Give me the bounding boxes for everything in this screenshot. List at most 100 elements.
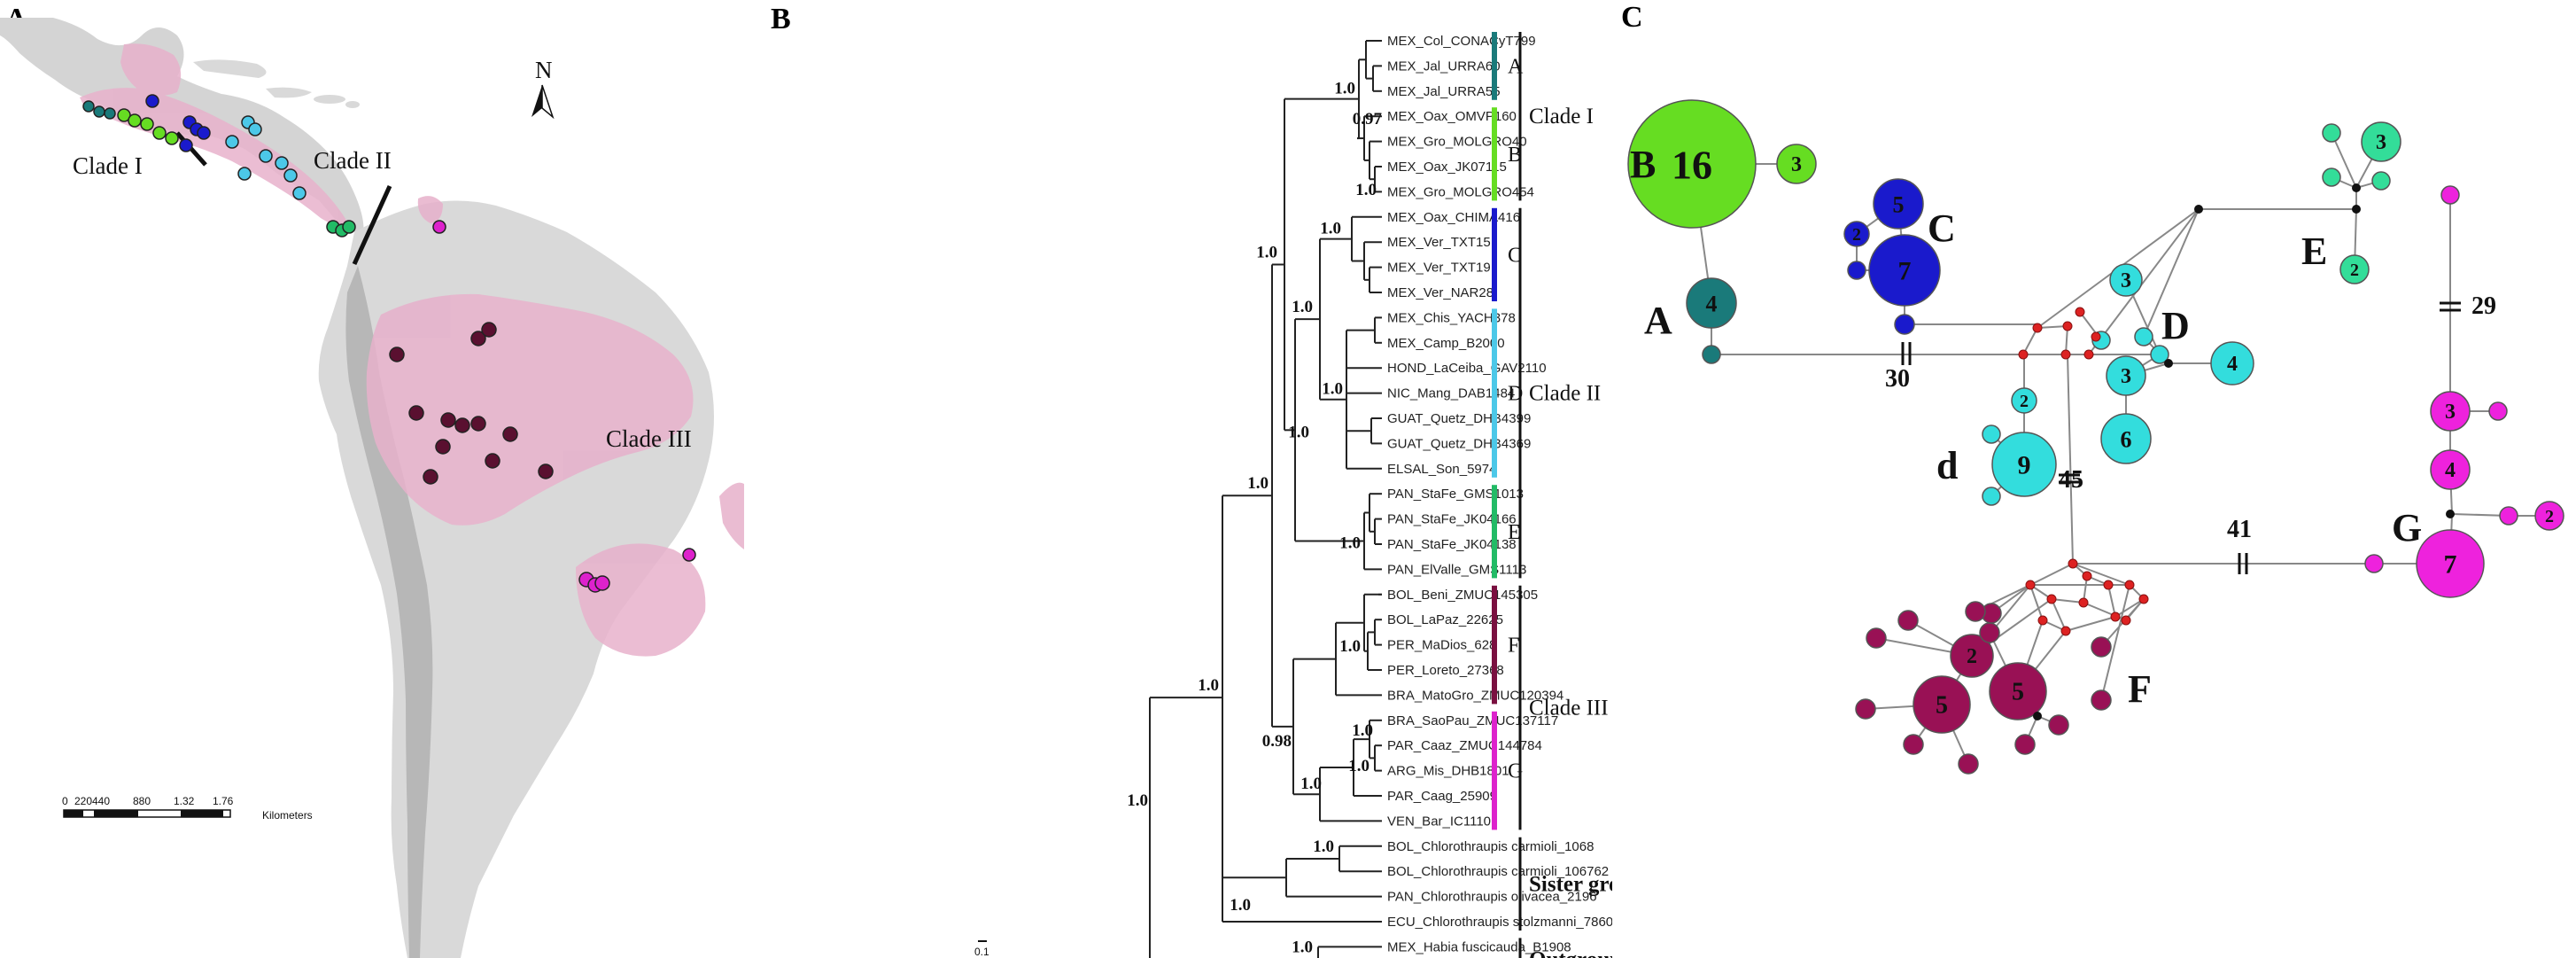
haplotype-count: 7 bbox=[2444, 550, 2457, 580]
panel-a-map: A bbox=[0, 0, 744, 958]
haplotype-node bbox=[1989, 662, 2047, 720]
haplotype-node bbox=[2109, 263, 2143, 297]
haplotype-node bbox=[2416, 529, 2485, 598]
haplotype-node bbox=[2150, 345, 2169, 364]
tip-label: PER_Loreto_27368 bbox=[1387, 663, 1504, 678]
median-vector bbox=[2082, 571, 2092, 581]
haplotype-count: 3 bbox=[2445, 401, 2456, 424]
support-d_outer: 1.0 bbox=[1292, 298, 1313, 316]
clade-letter-E: E bbox=[1508, 521, 1521, 544]
map-label-clade-1: Clade I bbox=[73, 152, 143, 179]
network-edge bbox=[2100, 584, 2130, 701]
haplotype-node bbox=[1965, 601, 1986, 622]
junction bbox=[2446, 510, 2455, 518]
group-label: Clade III bbox=[1529, 697, 1609, 720]
tip-label: BOL_Beni_ZMUC145305 bbox=[1387, 588, 1538, 603]
haplotype-count: 4 bbox=[1706, 292, 1718, 317]
network-edge bbox=[2065, 616, 2116, 632]
phylogenetic-tree: B MEX_Col_CONACyT799MEX_Jal_URRA60MEX_Ja… bbox=[771, 3, 1612, 958]
haplotype-node bbox=[1702, 345, 1721, 364]
support-c: 1.0 bbox=[1320, 220, 1341, 238]
tip-label: BRA_SaoPau_ZMUC137117 bbox=[1387, 713, 1558, 728]
network-edge bbox=[2107, 584, 2116, 618]
haplotype-node bbox=[2499, 506, 2518, 526]
haplotype-node bbox=[1982, 487, 2001, 506]
svg-text:440: 440 bbox=[92, 795, 110, 807]
tip-label: NIC_Mang_DAB1484 bbox=[1387, 386, 1515, 401]
group-label: Clade I bbox=[1529, 105, 1594, 129]
tip-label: VEN_Bar_IC1110 bbox=[1387, 814, 1491, 829]
network-edge bbox=[2029, 584, 2044, 621]
support-root: 1.0 bbox=[1127, 791, 1148, 810]
group-label: Sister group bbox=[1529, 872, 1612, 896]
haplotype-node bbox=[2534, 501, 2564, 531]
svg-text:220: 220 bbox=[74, 795, 92, 807]
tip-label: PAN_Chlorothraupis olivacea_2196 bbox=[1387, 890, 1597, 905]
network-edge bbox=[2037, 325, 2068, 329]
tip-label: MEX_Oax_JK07115 bbox=[1387, 160, 1507, 175]
clade-bar-E bbox=[1492, 485, 1497, 579]
median-vector bbox=[2083, 349, 2094, 360]
haplotype-count: 3 bbox=[2121, 269, 2131, 292]
network-edge bbox=[2114, 598, 2145, 618]
map-label-clade-2: Clade II bbox=[314, 147, 392, 174]
tip-label: PAN_StaFe_JK04166 bbox=[1387, 512, 1517, 527]
network-label-G: G bbox=[2392, 506, 2422, 549]
support-b: 1.0 bbox=[1355, 181, 1377, 199]
tip-label: MEX_Col_CONACyT799 bbox=[1387, 34, 1536, 49]
haplotype-node bbox=[1903, 734, 1924, 755]
tip-label: GUAT_Quetz_DHB4369 bbox=[1387, 436, 1531, 451]
median-vector bbox=[2046, 594, 2057, 604]
haplotype-node bbox=[2106, 355, 2146, 396]
network-edge bbox=[2331, 132, 2357, 189]
network-edge bbox=[2072, 563, 2130, 586]
haplotype-node bbox=[1847, 261, 1866, 280]
support-g_inner: 1.0 bbox=[1348, 757, 1369, 775]
map-svg: A bbox=[0, 3, 744, 958]
support-clade1: 1.0 bbox=[1334, 80, 1355, 98]
clade-bar-C bbox=[1492, 207, 1497, 301]
north-arrow: N bbox=[531, 57, 555, 120]
haplotype-count: 5 bbox=[1936, 692, 1948, 720]
haplotype-node bbox=[1686, 277, 1737, 329]
sample-points bbox=[82, 94, 696, 593]
clade-bar-G bbox=[1492, 711, 1497, 830]
tip-label: PAR_Caag_25909 bbox=[1387, 789, 1497, 804]
tip-label: MEX_Jal_URRA60 bbox=[1387, 58, 1501, 74]
caribbean-islands bbox=[193, 59, 360, 108]
haplotype-count: 2 bbox=[1852, 225, 1861, 245]
haplotype-node bbox=[2091, 636, 2112, 658]
tip-label: GUAT_Quetz_DHB4399 bbox=[1387, 411, 1531, 426]
panel-c-letter: C bbox=[1621, 1, 1643, 34]
mutation-step-s29: 29 bbox=[2471, 292, 2496, 320]
haplotype-count: 7 bbox=[1898, 257, 1912, 286]
tip-label: MEX_Ver_TXT15 bbox=[1387, 235, 1491, 250]
junction bbox=[2352, 183, 2361, 192]
haplotype-node bbox=[2210, 341, 2254, 386]
median-vector bbox=[2032, 323, 2043, 333]
median-vector bbox=[2060, 349, 2071, 360]
median-vector bbox=[2124, 580, 2135, 590]
support-ingroup: 1.0 bbox=[1198, 676, 1219, 695]
svg-text:0: 0 bbox=[62, 795, 68, 807]
tip-label: ARG_Mis_DHB1801 bbox=[1387, 764, 1509, 779]
haplotype-node bbox=[2322, 123, 2341, 143]
median-vector bbox=[2068, 558, 2078, 569]
mutation-step-s45: 45 bbox=[2059, 466, 2083, 494]
haplotype-count: 4 bbox=[2445, 459, 2456, 482]
median-vector bbox=[2121, 615, 2131, 626]
support-habia: 1.0 bbox=[1292, 939, 1313, 957]
tip-label: BOL_Chlorothraupis carmioli_106762 bbox=[1387, 864, 1609, 879]
haplotype-node bbox=[2361, 121, 2401, 162]
haplotype-node bbox=[2371, 171, 2391, 191]
haplotype-node bbox=[1913, 675, 1971, 734]
network-label-F: F bbox=[2128, 667, 2152, 711]
junction bbox=[2033, 712, 2042, 720]
haplotype-count: 2 bbox=[2350, 261, 2359, 280]
haplotype-node bbox=[2134, 327, 2153, 347]
haplotype-node bbox=[1843, 221, 1870, 247]
tip-label: BOL_LaPaz_22625 bbox=[1387, 612, 1503, 627]
